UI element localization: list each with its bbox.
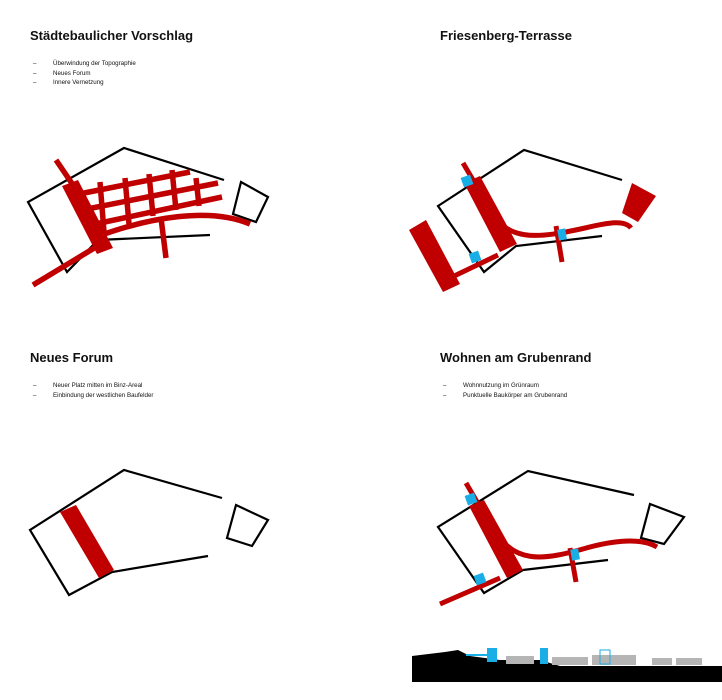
route <box>146 173 156 217</box>
bullet-item: Neuer Platz mitten im Binz-Areal <box>30 381 360 391</box>
bullet-list: Wohnnutzung im Grünraum Punktuelle Baukö… <box>440 381 722 400</box>
site-outline <box>436 148 623 274</box>
bullet-item: Neues Forum <box>30 69 360 79</box>
bullet-item: Wohnnutzung im Grünraum <box>440 381 722 391</box>
main-route <box>95 212 252 240</box>
forum-plaza <box>469 500 523 578</box>
route <box>53 158 76 187</box>
section-bridge <box>466 654 490 656</box>
building-block <box>473 572 487 586</box>
building-block <box>557 228 567 241</box>
section-blue-buildings <box>466 648 548 664</box>
pit-outline <box>639 502 686 546</box>
route <box>439 575 501 607</box>
pit-terrace <box>622 183 656 222</box>
building-block <box>460 174 474 188</box>
bullet-list: Überwindung der Topographie Neues Forum … <box>30 59 360 88</box>
site-boundary <box>436 469 635 595</box>
panel-title: Friesenberg-Terrasse <box>440 28 572 43</box>
route <box>97 181 107 233</box>
route <box>31 244 98 288</box>
section-building-outline <box>599 649 611 665</box>
route <box>193 177 202 207</box>
pit-outline <box>231 180 270 224</box>
bullet-item: Punktuelle Baukörper am Grubenrand <box>440 391 722 401</box>
site-outline <box>28 468 270 597</box>
section-building <box>592 655 636 665</box>
diagram-wohnen-am-grubenrand <box>436 469 686 607</box>
section-building <box>652 658 672 665</box>
pit-outline <box>225 503 270 548</box>
route <box>158 217 169 259</box>
bullet-item: Einbindung der westlichen Baufelder <box>30 391 360 401</box>
section-building <box>552 657 588 665</box>
section-building-blue <box>540 648 548 664</box>
bullet-item: Innere Vernetzung <box>30 78 360 88</box>
forum-plaza <box>62 180 113 254</box>
building-block <box>468 250 482 264</box>
site-section <box>412 648 722 682</box>
bullet-list: Neuer Platz mitten im Binz-Areal Einbind… <box>30 381 360 400</box>
panel-title: Neues Forum <box>30 350 114 365</box>
blue-buildings <box>464 492 580 586</box>
site-boundary <box>436 148 623 274</box>
section-buildings <box>506 655 702 665</box>
route-network <box>31 158 252 288</box>
blue-buildings <box>460 174 567 264</box>
forum-plaza <box>464 176 517 252</box>
panel-title: Wohnen am Grubenrand <box>440 350 592 365</box>
terrace-building <box>409 220 460 292</box>
site-boundary <box>26 146 225 274</box>
panel-friesenberg-terrasse: Friesenberg-Terrasse <box>440 28 722 59</box>
building-block <box>464 492 478 506</box>
route <box>553 225 565 263</box>
section-building-blue <box>487 648 497 662</box>
route <box>169 169 179 211</box>
panel-neues-forum: Neues Forum Neuer Platz mitten im Binz-A… <box>30 350 360 400</box>
panel-wohnen-am-grubenrand: Wohnen am Grubenrand Wohnnutzung im Grün… <box>440 350 722 400</box>
section-building <box>506 656 534 664</box>
terrain-section <box>412 650 722 682</box>
site-outline <box>26 146 270 274</box>
bullet-item: Überwindung der Topographie <box>30 59 360 69</box>
route <box>448 252 500 281</box>
diagram-friesenberg-terrasse <box>409 148 656 292</box>
site-outline <box>436 469 686 595</box>
panel-title: Städtebaulicher Vorschlag <box>30 28 194 43</box>
building-block <box>570 548 580 561</box>
panel-staedtebaulicher-vorschlag: Städtebaulicher Vorschlag Überwindung de… <box>30 28 360 88</box>
site-boundary <box>28 468 223 597</box>
forum-plaza <box>60 505 114 578</box>
section-building <box>676 658 702 665</box>
route <box>122 177 132 225</box>
diagram-staedtebaulicher-vorschlag <box>26 146 270 288</box>
diagram-neues-forum <box>28 468 270 597</box>
